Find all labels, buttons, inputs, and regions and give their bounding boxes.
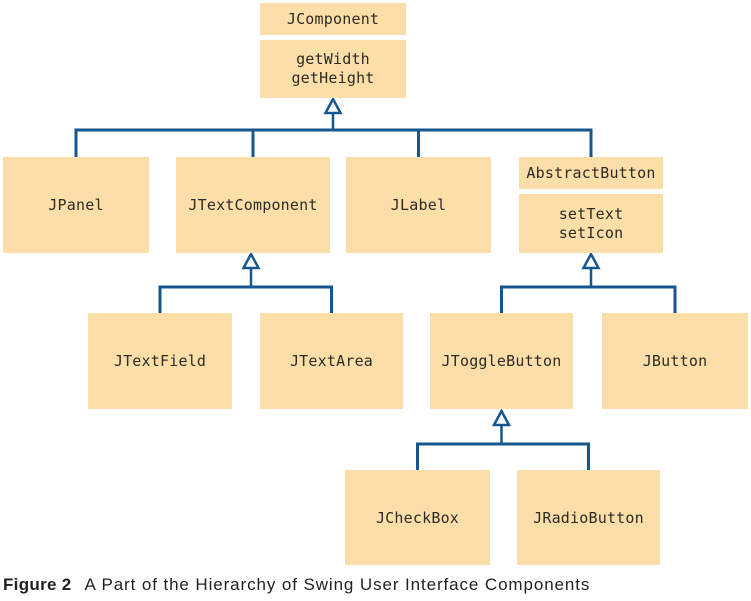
method-name: setIcon — [558, 223, 624, 242]
method-name: setText — [558, 204, 624, 223]
class-name: JCheckBox — [345, 470, 490, 565]
edges-jtextcomponent-children — [158, 251, 333, 315]
class-box-jcheckbox: JCheckBox — [345, 470, 490, 565]
compartment-divider — [260, 35, 406, 40]
edges-jcomponent-children — [74, 96, 593, 159]
class-box-jpanel: JPanel — [3, 157, 149, 253]
method-list: setText setIcon — [519, 194, 663, 253]
inheritance-arrow-icon — [241, 251, 261, 270]
inheritance-arrow-icon — [491, 408, 512, 427]
class-name: JButton — [602, 313, 748, 409]
class-name: JTextField — [88, 313, 232, 409]
method-list: getWidth getHeight — [260, 40, 406, 98]
class-box-jtogglebutton: JToggleButton — [430, 313, 573, 409]
class-box-jlabel: JLabel — [346, 157, 491, 253]
edges-jtogglebutton-children — [416, 408, 590, 472]
class-box-jcomponent: JComponent getWidth getHeight — [260, 3, 406, 98]
method-name: getWidth — [296, 50, 370, 68]
class-name: JToggleButton — [430, 313, 573, 409]
compartment-divider — [519, 189, 663, 194]
class-box-abstractbutton: AbstractButton setText setIcon — [519, 157, 663, 253]
class-name: JComponent — [260, 3, 406, 35]
class-box-jtextfield: JTextField — [88, 313, 232, 409]
figure-caption-label: Figure 2 — [3, 575, 72, 594]
class-box-jtextarea: JTextArea — [260, 313, 403, 409]
method-name: getHeight — [291, 69, 375, 87]
class-name: JPanel — [3, 157, 149, 253]
class-box-jtextcomponent: JTextComponent — [176, 157, 330, 253]
class-box-jbutton: JButton — [602, 313, 748, 409]
edges-abstractbutton-children — [500, 251, 677, 315]
figure-caption: Figure 2 A Part of the Hierarchy of Swing… — [3, 575, 743, 595]
inheritance-arrow-icon — [581, 251, 601, 270]
class-name: JTextArea — [260, 313, 403, 409]
class-name: JTextComponent — [176, 157, 330, 253]
class-name: AbstractButton — [519, 157, 663, 189]
class-name: JLabel — [346, 157, 491, 253]
figure-caption-text: A Part of the Hierarchy of Swing User In… — [84, 575, 591, 594]
class-box-jradiobutton: JRadioButton — [517, 470, 660, 565]
inheritance-arrow-icon — [323, 96, 343, 115]
class-name: JRadioButton — [517, 470, 660, 565]
